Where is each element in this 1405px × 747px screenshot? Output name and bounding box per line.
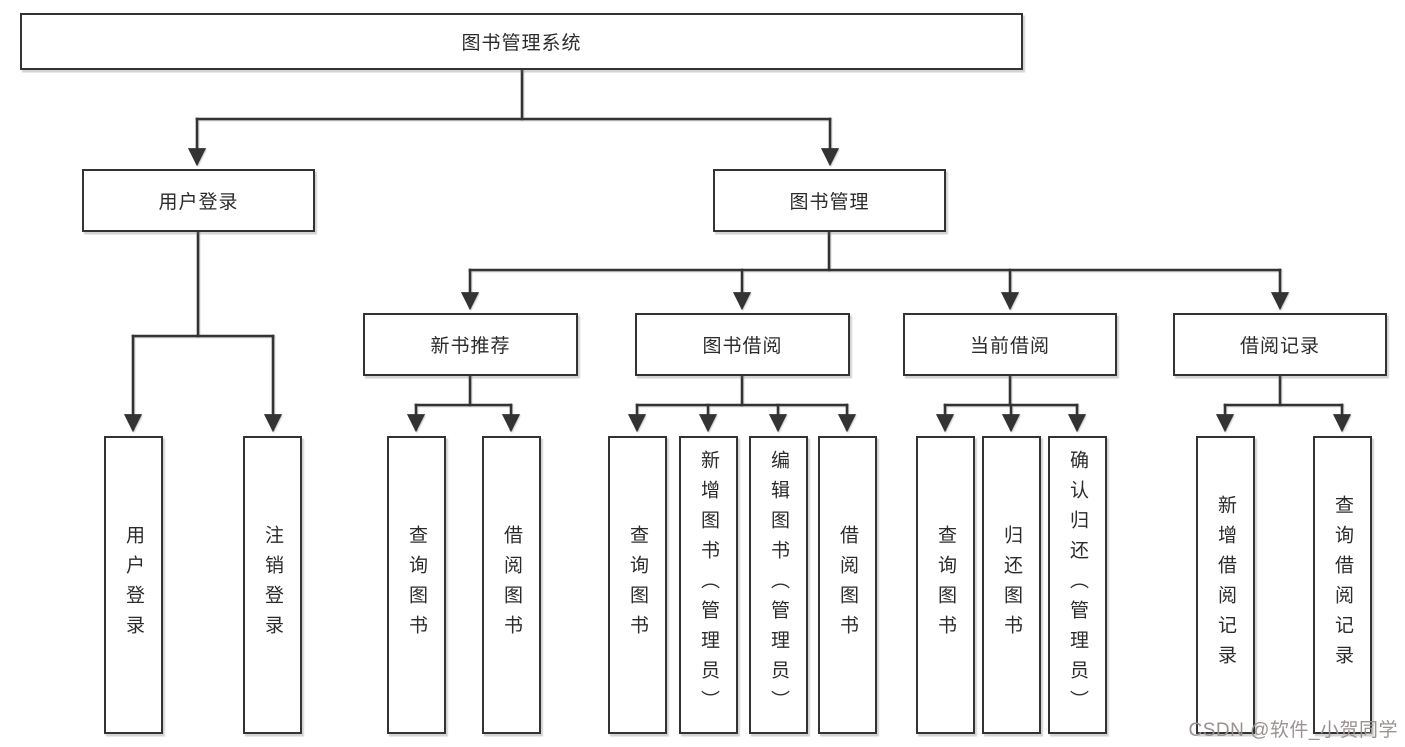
leaf-borrow-books-borrowing: 借阅图书	[818, 436, 877, 734]
leaf-confirm-return-admin-label: 确认归还（管理员）	[1067, 450, 1088, 720]
leaf-query-books-borrowing: 查询图书	[608, 436, 667, 734]
leaf-logout-login-label: 注销登录	[262, 525, 283, 645]
leaf-query-books-current-label: 查询图书	[935, 525, 956, 645]
leaf-query-books-current: 查询图书	[916, 436, 975, 734]
leaf-add-borrow-record: 新增借阅记录	[1196, 436, 1255, 734]
node-current-borrowing-label: 当前借阅	[969, 336, 1050, 357]
leaf-add-borrow-record-label: 新增借阅记录	[1215, 495, 1236, 675]
leaf-query-books-borrowing-label: 查询图书	[627, 525, 648, 645]
leaf-query-borrow-record: 查询借阅记录	[1313, 436, 1372, 734]
node-library-system: 图书管理系统	[20, 13, 1023, 70]
node-book-management-label: 图书管理	[789, 192, 870, 213]
leaf-borrow-books-recommend: 借阅图书	[482, 436, 541, 734]
node-book-management: 图书管理	[713, 169, 946, 232]
leaf-return-books: 归还图书	[982, 436, 1041, 734]
node-book-borrowing: 图书借阅	[635, 313, 850, 376]
node-book-borrowing-label: 图书借阅	[702, 336, 783, 357]
node-user-login-branch: 用户登录	[82, 169, 315, 232]
leaf-return-books-label: 归还图书	[1001, 525, 1022, 645]
node-library-system-label: 图书管理系统	[461, 33, 582, 54]
leaf-borrow-books-borrowing-label: 借阅图书	[837, 525, 858, 645]
node-new-book-recommend-label: 新书推荐	[430, 336, 511, 357]
node-current-borrowing: 当前借阅	[903, 313, 1117, 376]
node-user-login-branch-label: 用户登录	[158, 192, 239, 213]
leaf-user-login: 用户登录	[104, 436, 163, 734]
node-borrowing-records-label: 借阅记录	[1239, 336, 1320, 357]
leaf-add-books-admin: 新增图书（管理员）	[679, 436, 738, 734]
node-new-book-recommend: 新书推荐	[363, 313, 578, 376]
leaf-query-books-recommend-label: 查询图书	[406, 525, 427, 645]
leaf-query-borrow-record-label: 查询借阅记录	[1332, 495, 1353, 675]
leaf-borrow-books-recommend-label: 借阅图书	[501, 525, 522, 645]
leaf-edit-books-admin: 编辑图书（管理员）	[749, 436, 808, 734]
leaf-user-login-label: 用户登录	[123, 525, 144, 645]
leaf-confirm-return-admin: 确认归还（管理员）	[1048, 436, 1107, 734]
leaf-add-books-admin-label: 新增图书（管理员）	[698, 450, 719, 720]
leaf-query-books-recommend: 查询图书	[387, 436, 446, 734]
leaf-edit-books-admin-label: 编辑图书（管理员）	[768, 450, 789, 720]
leaf-logout-login: 注销登录	[243, 436, 302, 734]
node-borrowing-records: 借阅记录	[1173, 313, 1387, 376]
